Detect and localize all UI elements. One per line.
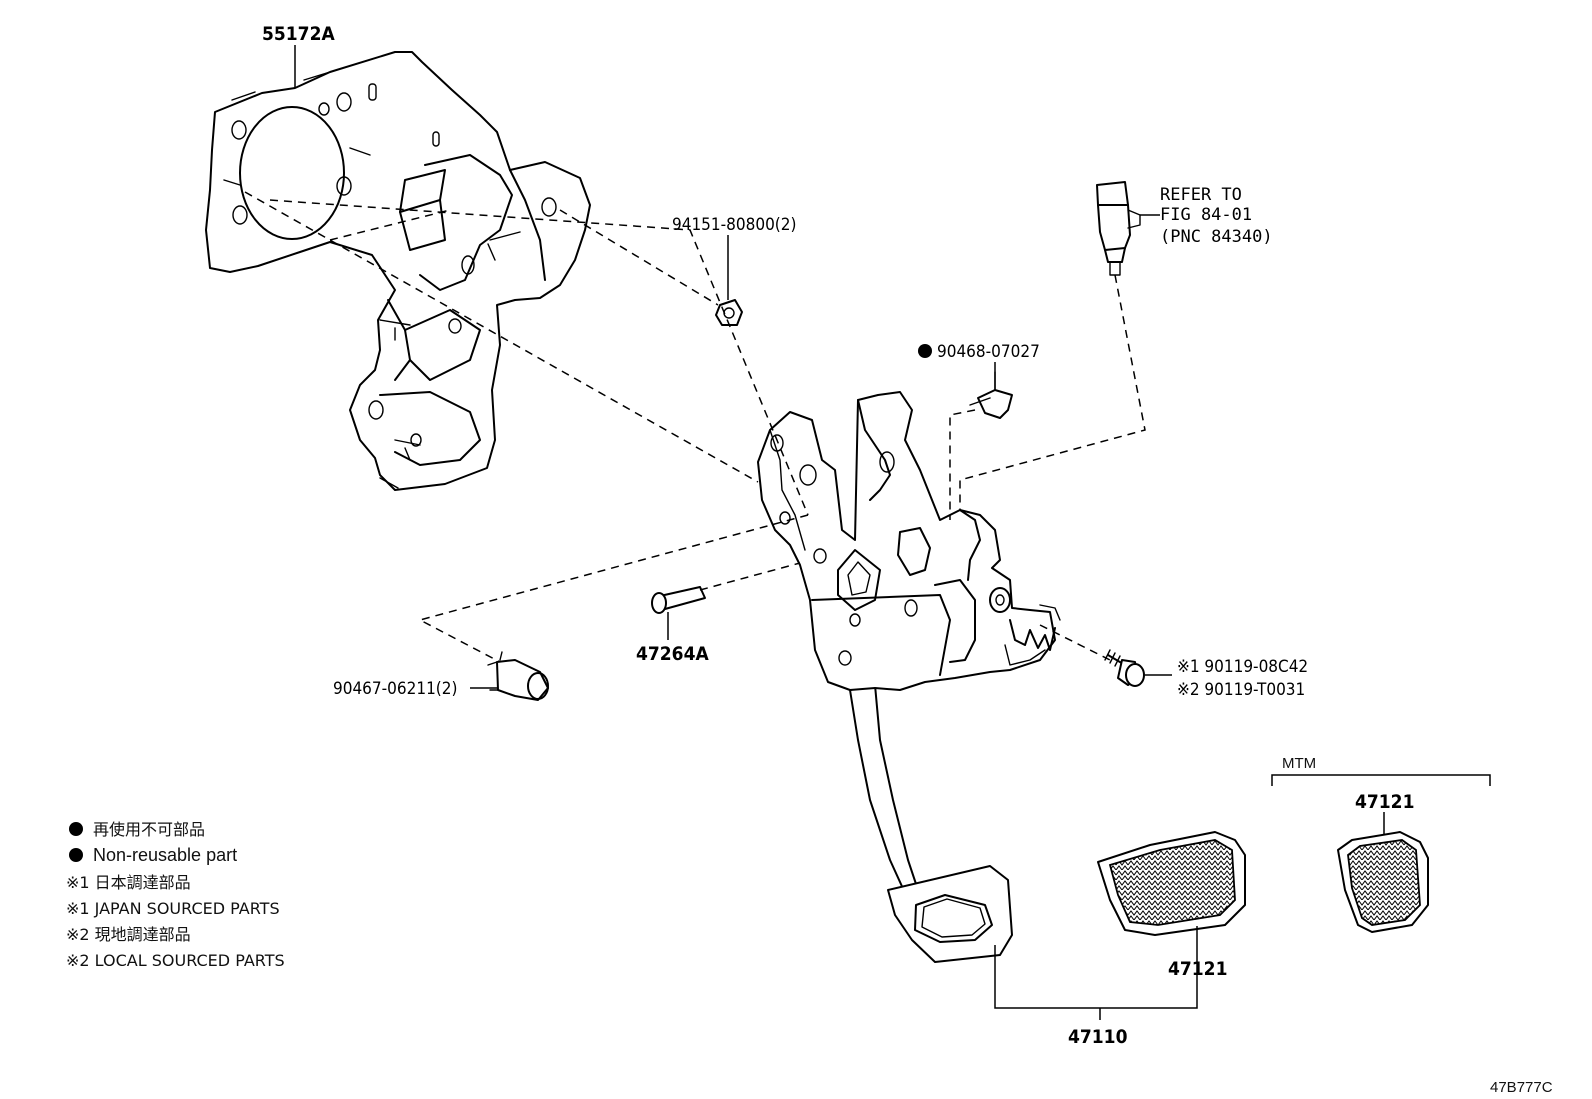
legend-line-5: ※2 現地調達部品	[66, 925, 191, 944]
pedal-pad-47121-mtm[interactable]	[1337, 812, 1429, 933]
filled-circle-icon	[69, 848, 83, 862]
label-47110[interactable]: 47110	[1068, 1026, 1128, 1048]
nut-94151-80800[interactable]	[715, 235, 743, 326]
figure-reference-code: 47B777C	[1490, 1079, 1553, 1096]
refer-to-line3[interactable]: (PNC 84340)	[1160, 227, 1273, 247]
legend-line-1: 再使用不可部品	[93, 820, 205, 839]
legend-line-3: ※1 日本調達部品	[66, 873, 191, 892]
label-47121[interactable]: 47121	[1168, 958, 1227, 980]
label-94151-80800[interactable]: 94151-80800(2)	[672, 215, 796, 235]
legend: 再使用不可部品 Non-reusable part ※1 日本調達部品 ※1 J…	[66, 820, 285, 970]
label-47121-mtm[interactable]: 47121	[1355, 791, 1414, 813]
legend-line-4: ※1 JAPAN SOURCED PARTS	[66, 899, 280, 918]
brake-pedal-assembly[interactable]	[757, 391, 1061, 963]
label-90468-07027[interactable]: 90468-07027	[937, 342, 1040, 362]
dashed-leader-lines	[244, 191, 1146, 663]
label-90119-08c42[interactable]: ※1 90119-08C42	[1177, 657, 1308, 677]
mtm-bracket	[1271, 774, 1491, 786]
stop-lamp-switch[interactable]	[1096, 181, 1160, 276]
clevis-pin-47264a[interactable]	[651, 586, 706, 640]
bracket-plate-55172a[interactable]	[205, 45, 591, 491]
refer-to-line1: REFER TO	[1160, 185, 1242, 205]
clip-90468-07027[interactable]	[969, 362, 1013, 419]
refer-to-line2[interactable]: FIG 84-01	[1160, 205, 1252, 225]
label-mtm: MTM	[1282, 755, 1316, 772]
legend-line-2: Non-reusable part	[93, 845, 237, 865]
label-47264a[interactable]: 47264A	[636, 643, 709, 665]
label-90119-t0031[interactable]: ※2 90119-T0031	[1177, 680, 1305, 700]
cushion-90467-06211[interactable]	[470, 651, 549, 701]
label-55172a[interactable]: 55172A	[262, 23, 335, 45]
filled-circle-icon	[69, 822, 83, 836]
filled-circle-icon	[918, 344, 932, 358]
label-90467-06211[interactable]: 90467-06211(2)	[333, 679, 457, 699]
pedal-pad-47121[interactable]	[1097, 831, 1246, 945]
legend-line-6: ※2 LOCAL SOURCED PARTS	[66, 951, 285, 970]
assembly-bracket-47110	[994, 945, 1198, 1020]
bolt-90119[interactable]	[1104, 649, 1172, 687]
